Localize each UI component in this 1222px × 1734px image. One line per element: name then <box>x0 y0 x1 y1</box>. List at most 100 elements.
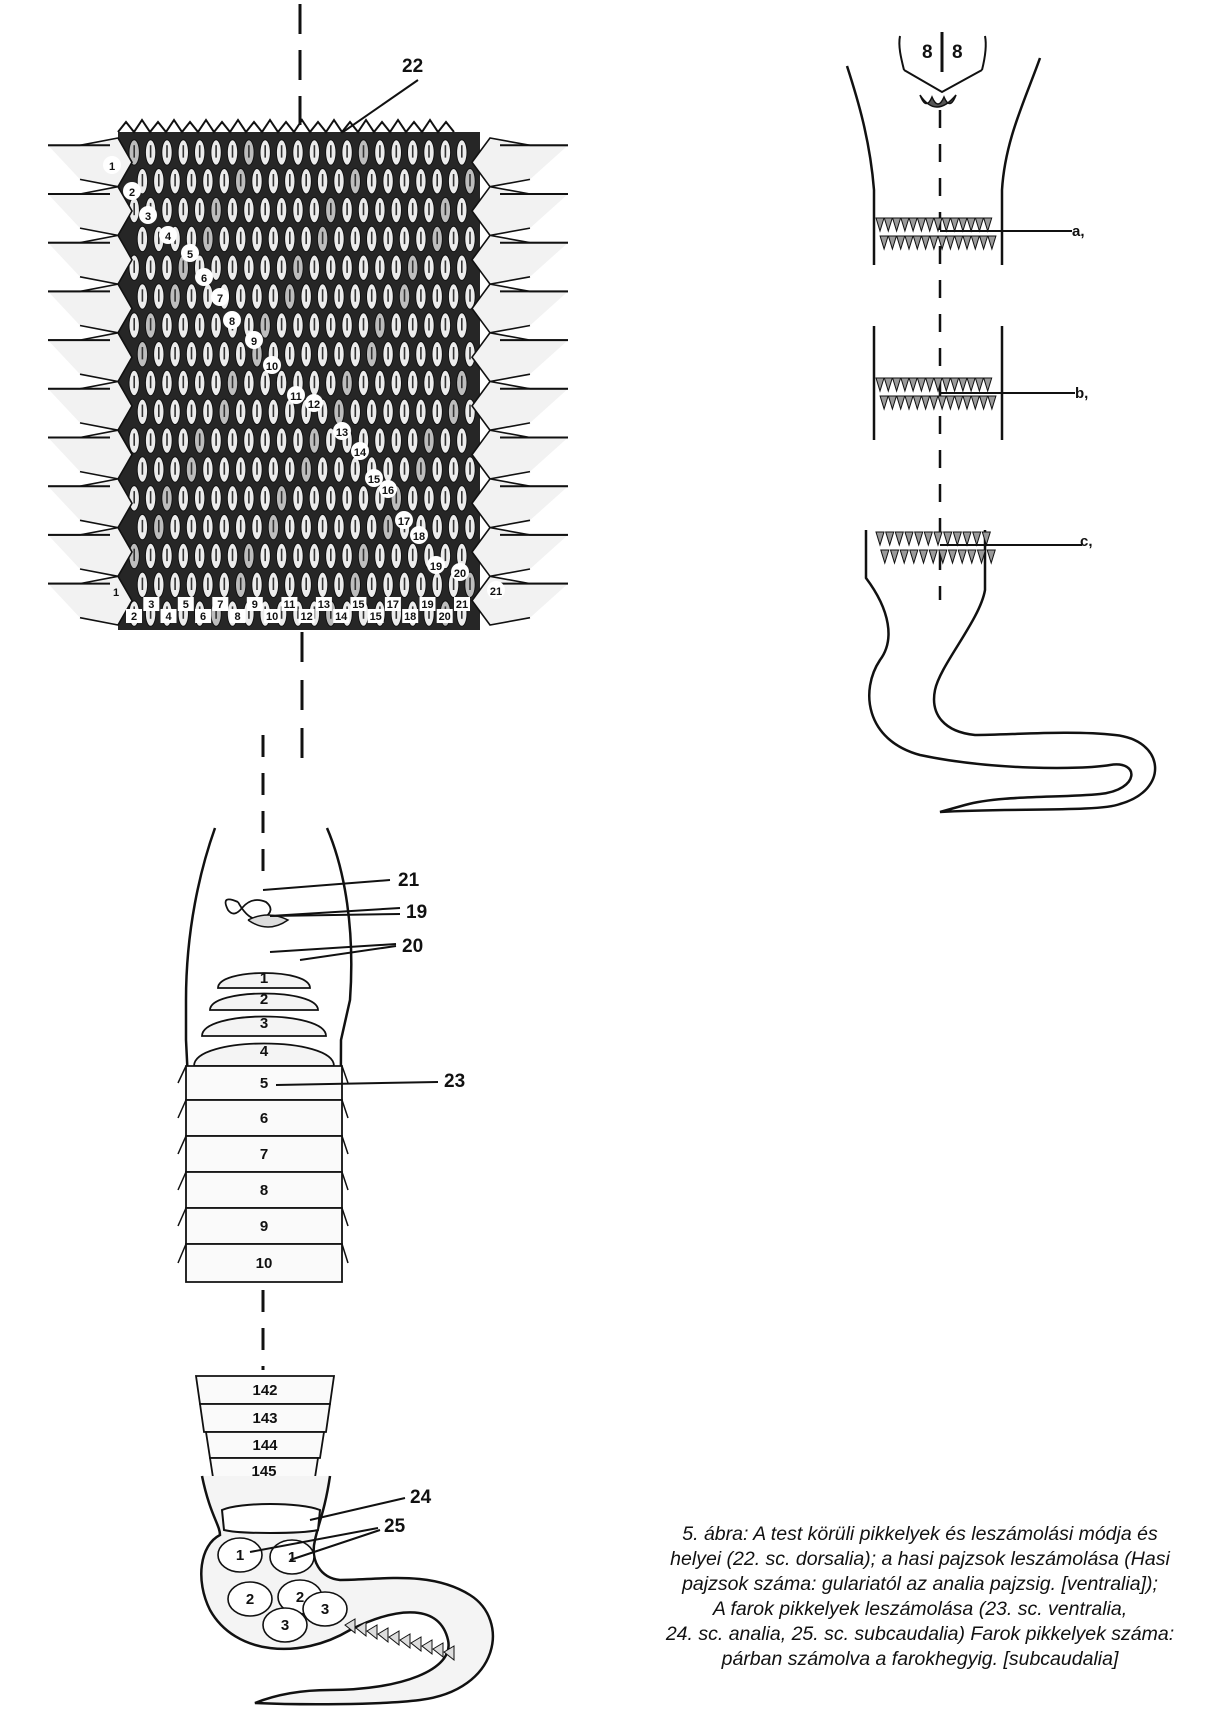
ventral-plate-number: 3 <box>260 1015 268 1032</box>
marker-b-label: b, <box>1075 385 1088 402</box>
small-scale <box>910 550 918 563</box>
bottom-count-label: 21 <box>456 599 468 611</box>
caption-line: 24. sc. analia, 25. sc. subcaudalia) Far… <box>622 1622 1218 1647</box>
small-scale <box>934 532 942 545</box>
small-scale <box>880 396 888 409</box>
tail-tip-scale <box>400 1634 410 1648</box>
subcaudal-number: 2 <box>246 1591 254 1608</box>
bottom-count-label: 20 <box>439 611 451 623</box>
tail-tip-scale <box>378 1628 388 1642</box>
caption-line: párban számolva a farokhegyig. [subcauda… <box>622 1647 1218 1672</box>
plate-edge <box>178 1100 186 1118</box>
tail-tip-scale <box>367 1625 377 1639</box>
plate-edge <box>178 1136 186 1154</box>
left-corner-label: 1 <box>113 587 119 599</box>
callout-25-label: 25 <box>384 1516 406 1537</box>
ventral-plate-number: 6 <box>260 1110 268 1127</box>
diagonal-count-label: 19 <box>430 561 442 573</box>
small-scale <box>984 218 992 231</box>
small-scale <box>926 378 934 391</box>
bottom-count-label: 13 <box>318 599 330 611</box>
small-scale <box>891 550 899 563</box>
bottom-count-label: 10 <box>266 611 278 623</box>
plate-edge <box>178 1066 186 1083</box>
ventral-plate-number: 10 <box>256 1255 273 1272</box>
posterior-plate-number: 143 <box>252 1410 277 1427</box>
small-scale <box>909 218 917 231</box>
small-scale <box>987 550 995 563</box>
subcaudal-number: 1 <box>236 1547 244 1564</box>
small-scale <box>901 378 909 391</box>
diagonal-count-label: 9 <box>251 336 257 348</box>
bottom-count-label: 6 <box>200 611 206 623</box>
diagonal-count-label: 7 <box>217 293 223 305</box>
small-scale <box>915 532 923 545</box>
marker-a-label: a, <box>1072 223 1085 240</box>
small-scale <box>942 218 950 231</box>
small-scale <box>922 236 930 249</box>
small-scale <box>967 378 975 391</box>
small-scale <box>967 218 975 231</box>
diagonal-count-label: 5 <box>187 249 193 261</box>
bottom-count-label: 12 <box>300 611 312 623</box>
small-scale <box>913 236 921 249</box>
plate-edge <box>178 1244 186 1263</box>
tail-outline <box>866 530 1155 812</box>
bottom-count-label: 7 <box>217 599 223 611</box>
callout-20-label: 20 <box>402 936 423 957</box>
bottom-count-label: 17 <box>387 599 399 611</box>
diagonal-count-label: 6 <box>201 273 207 285</box>
small-scale <box>959 378 967 391</box>
small-scale <box>959 218 967 231</box>
small-scale <box>884 378 892 391</box>
small-scale <box>975 378 983 391</box>
small-scale <box>888 396 896 409</box>
small-scale <box>958 550 966 563</box>
small-scale <box>955 396 963 409</box>
head-label-left: 8 <box>922 42 933 63</box>
bottom-count-label: 4 <box>165 611 172 623</box>
small-scale <box>913 396 921 409</box>
small-scale <box>955 236 963 249</box>
ventral-plate-number: 9 <box>260 1218 268 1235</box>
small-scale <box>901 218 909 231</box>
bottom-count-label: 19 <box>421 599 433 611</box>
small-scale <box>905 396 913 409</box>
diagonal-count-label: 4 <box>165 231 172 243</box>
small-scale <box>988 236 996 249</box>
small-scale <box>905 532 913 545</box>
body-outline-left-upper <box>847 66 874 265</box>
figure-caption: 5. ábra: A test körüli pikkelyek és lesz… <box>622 1522 1218 1672</box>
head-chin-outline <box>904 70 982 92</box>
diagonal-count-label: 11 <box>290 391 302 403</box>
tail-tip-scale <box>433 1643 443 1657</box>
small-scale <box>963 396 971 409</box>
small-scale <box>980 236 988 249</box>
callout-22-label: 22 <box>402 56 423 77</box>
diagonal-count-label: 14 <box>354 447 367 459</box>
plate-edge <box>178 1172 186 1190</box>
small-scale <box>886 532 894 545</box>
small-scale <box>900 550 908 563</box>
caption-line: 5. ábra: A test körüli pikkelyek és lesz… <box>622 1522 1218 1547</box>
ventral-plate-number: 5 <box>260 1075 268 1092</box>
ventral-plate-number: 7 <box>260 1146 268 1163</box>
diagonal-count-label: 1 <box>109 161 115 173</box>
plate-edge <box>178 1208 186 1226</box>
lateral-scales-right <box>472 138 568 625</box>
callout-20-line-b <box>300 946 396 960</box>
small-scale <box>917 378 925 391</box>
small-scale <box>944 532 952 545</box>
diagonal-count-label: 3 <box>145 211 151 223</box>
diagonal-count-label: 2 <box>129 187 135 199</box>
diagonal-count-label: 18 <box>413 531 425 543</box>
small-scale <box>963 236 971 249</box>
caption-line: helyei (22. sc. dorsalia); a hasi pajzso… <box>622 1547 1218 1572</box>
small-scale <box>980 396 988 409</box>
small-scale <box>971 396 979 409</box>
diagonal-count-label: 8 <box>229 316 235 328</box>
small-scale <box>968 550 976 563</box>
diagonal-count-label: 12 <box>308 399 320 411</box>
callout-23-label: 23 <box>444 1071 465 1092</box>
